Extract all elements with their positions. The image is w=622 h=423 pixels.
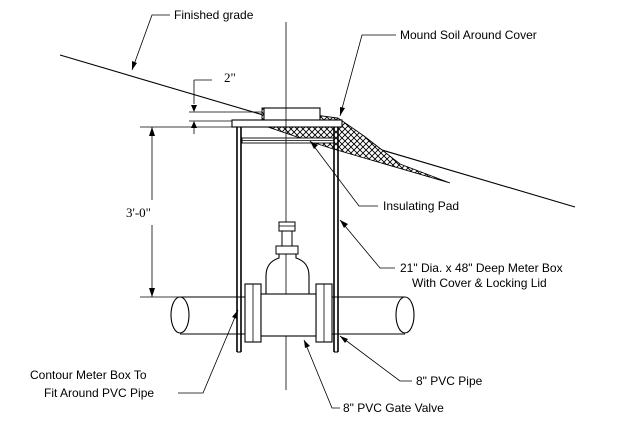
label-mound-soil: Mound Soil Around Cover <box>400 28 537 42</box>
label-insulating-pad: Insulating Pad <box>383 199 459 213</box>
leader-pvc-pipe <box>339 335 412 382</box>
cover-height-dimension <box>189 79 262 134</box>
leader-mound-soil <box>339 34 396 117</box>
label-meter-box-line2: With Cover & Locking Lid <box>412 276 547 290</box>
leader-meter-box <box>339 219 395 269</box>
label-contour-line1: Contour Meter Box To <box>30 368 147 382</box>
label-finished-grade: Finished grade <box>174 8 254 22</box>
leader-gate-valve <box>303 339 340 409</box>
leader-contour <box>178 309 239 394</box>
label-meter-box-line1: 21" Dia. x 48" Deep Meter Box <box>400 261 563 275</box>
depth-dimension <box>140 126 237 298</box>
label-contour-line2: Fit Around PVC Pipe <box>44 386 154 400</box>
label-gate-valve: 8" PVC Gate Valve <box>343 401 444 415</box>
depth-dimension-text: 3'-0" <box>126 205 151 220</box>
cover-height-text: 2" <box>224 70 236 85</box>
meter-box-lid-rim <box>231 119 343 128</box>
leader-finished-grade <box>131 14 170 71</box>
label-pvc-pipe: 8" PVC Pipe <box>416 374 483 388</box>
leader-insulating-pad <box>309 140 378 207</box>
meter-box <box>236 127 339 353</box>
gate-valve <box>244 221 333 343</box>
